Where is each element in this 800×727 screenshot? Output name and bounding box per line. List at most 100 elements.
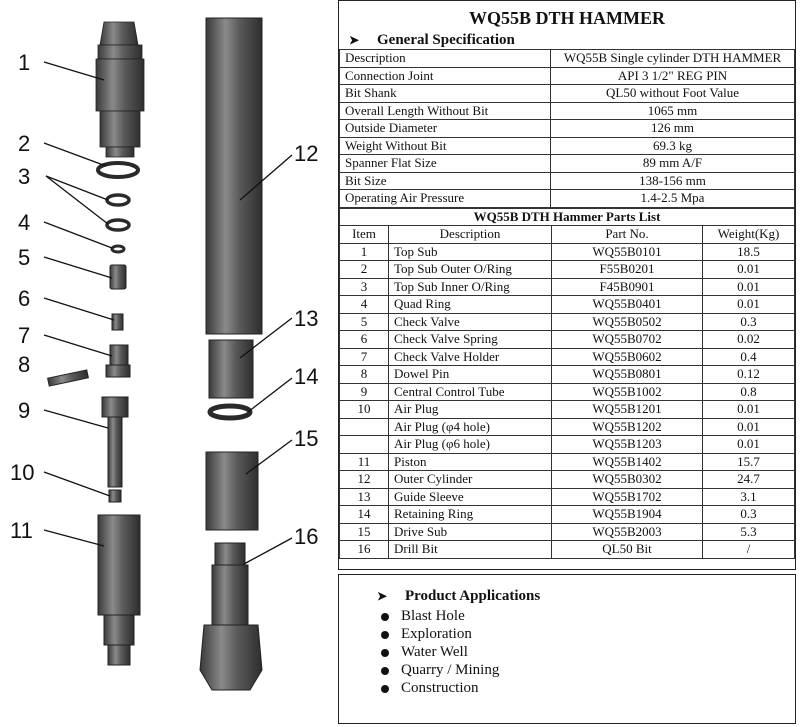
spec-value: 126 mm bbox=[550, 119, 795, 138]
list-item: Exploration bbox=[381, 625, 795, 643]
part-description: Check Valve Holder bbox=[388, 347, 552, 366]
page-title: WQ55B DTH HAMMER bbox=[469, 8, 665, 28]
part-item: 11 bbox=[339, 452, 389, 471]
callout-5: 5 bbox=[18, 245, 30, 270]
callout-3: 3 bbox=[18, 164, 30, 189]
check-valve-spring-part bbox=[111, 313, 124, 331]
spec-value: QL50 without Foot Value bbox=[550, 84, 795, 103]
general-spec-heading-label: General Specification bbox=[377, 32, 515, 48]
top-sub-inner-oring-part bbox=[105, 193, 131, 207]
part-item: 8 bbox=[339, 365, 389, 384]
callout-12: 12 bbox=[294, 141, 318, 166]
part-weight: 3.1 bbox=[702, 487, 795, 506]
part-weight: 0.01 bbox=[702, 260, 795, 279]
callout-4: 4 bbox=[18, 210, 30, 235]
part-description: Air Plug bbox=[388, 400, 552, 419]
leader-lines bbox=[43, 61, 293, 565]
col-header-description: Description bbox=[388, 225, 552, 244]
check-valve-holder-part bbox=[105, 344, 131, 378]
guide-sleeve-part bbox=[208, 339, 254, 399]
part-weight: 0.01 bbox=[702, 295, 795, 314]
spec-value: 138-156 mm bbox=[550, 171, 795, 190]
spec-value: 1.4-2.5 Mpa bbox=[550, 189, 795, 208]
piston-part bbox=[97, 514, 141, 666]
part-description: Dowel Pin bbox=[388, 365, 552, 384]
spec-label: Description bbox=[339, 49, 551, 68]
part-item: 7 bbox=[339, 347, 389, 366]
outer-cylinder-part bbox=[205, 17, 263, 335]
callout-1: 1 bbox=[18, 50, 30, 75]
callout-13: 13 bbox=[294, 306, 318, 331]
part-weight: 0.3 bbox=[702, 505, 795, 524]
spec-label: Spanner Flat Size bbox=[339, 154, 551, 173]
part-number: WQ55B1904 bbox=[551, 505, 703, 524]
part-number: WQ55B0801 bbox=[551, 365, 703, 384]
callout-14: 14 bbox=[294, 364, 318, 389]
part-weight: / bbox=[702, 540, 795, 559]
part-item bbox=[339, 417, 389, 436]
list-item: Water Well bbox=[381, 643, 795, 661]
application-label: Water Well bbox=[401, 644, 468, 660]
application-label: Construction bbox=[401, 680, 479, 696]
applications-heading: ➤Product Applications bbox=[377, 588, 795, 605]
part-item: 6 bbox=[339, 330, 389, 349]
col-header-weight: Weight(Kg) bbox=[702, 225, 795, 244]
part-item: 1 bbox=[339, 242, 389, 261]
part-description: Guide Sleeve bbox=[388, 487, 552, 506]
part-item: 9 bbox=[339, 382, 389, 401]
callout-6: 6 bbox=[18, 286, 30, 311]
part-description: Top Sub Inner O/Ring bbox=[388, 277, 552, 296]
spec-label: Operating Air Pressure bbox=[339, 189, 551, 208]
part-description: Check Valve Spring bbox=[388, 330, 552, 349]
part-description: Outer Cylinder bbox=[388, 470, 552, 489]
part-description: Retaining Ring bbox=[388, 505, 552, 524]
callout-8: 8 bbox=[18, 352, 30, 377]
part-weight: 0.01 bbox=[702, 435, 795, 454]
drill-bit-part bbox=[199, 542, 263, 691]
callout-7: 7 bbox=[18, 323, 30, 348]
top-sub-outer-oring-part bbox=[96, 161, 140, 179]
check-valve-part bbox=[109, 264, 127, 290]
parts-list-heading-row: WQ55B DTH Hammer Parts List bbox=[339, 207, 795, 226]
parts-list-heading: WQ55B DTH Hammer Parts List bbox=[339, 207, 795, 226]
quad-ring-part bbox=[110, 244, 126, 254]
part-number: WQ55B1402 bbox=[551, 452, 703, 471]
part-item bbox=[339, 435, 389, 454]
callout-16: 16 bbox=[294, 524, 318, 549]
callout-2: 2 bbox=[18, 131, 30, 156]
part-item: 16 bbox=[339, 540, 389, 559]
spec-value: 1065 mm bbox=[550, 101, 795, 120]
list-item: Construction bbox=[381, 679, 795, 697]
callout-11: 11 bbox=[10, 518, 33, 543]
spec-label: Overall Length Without Bit bbox=[339, 101, 551, 120]
part-weight: 0.01 bbox=[702, 277, 795, 296]
part-item: 14 bbox=[339, 505, 389, 524]
part-item: 3 bbox=[339, 277, 389, 296]
part-number: WQ55B0401 bbox=[551, 295, 703, 314]
part-weight: 5.3 bbox=[702, 522, 795, 541]
part-weight: 0.01 bbox=[702, 417, 795, 436]
part-item: 4 bbox=[339, 295, 389, 314]
central-control-tube-part bbox=[101, 396, 129, 488]
spec-value: API 3 1/2" REG PIN bbox=[550, 66, 795, 85]
part-weight: 15.7 bbox=[702, 452, 795, 471]
spec-value: 69.3 kg bbox=[550, 136, 795, 155]
part-number: WQ55B1702 bbox=[551, 487, 703, 506]
part-description: Drive Sub bbox=[388, 522, 552, 541]
